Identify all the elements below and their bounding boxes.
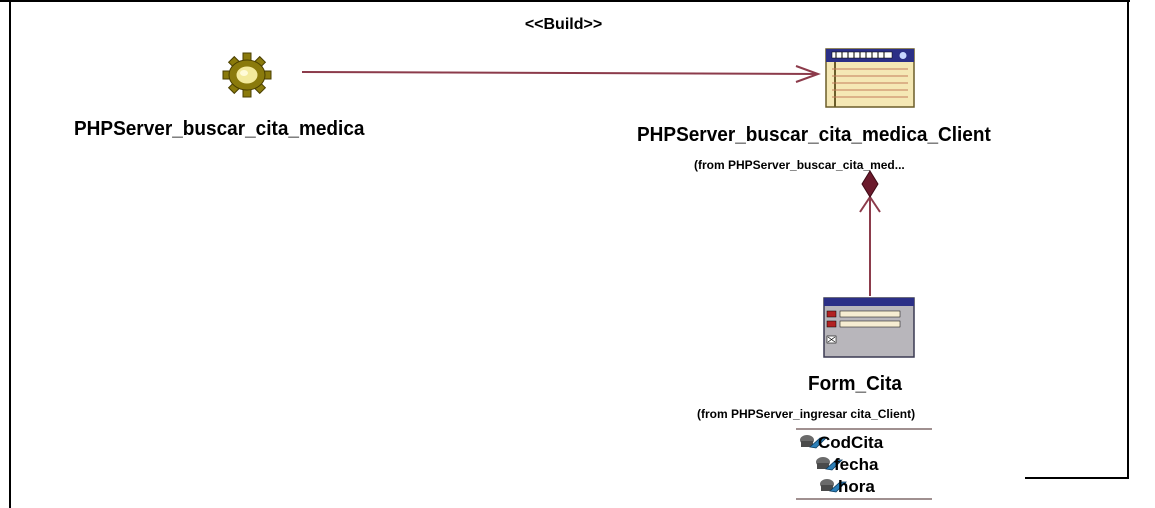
attribute-icon <box>800 435 827 449</box>
dependency-line <box>301 71 819 75</box>
attribute-icon <box>820 479 847 493</box>
gear-icon[interactable] <box>222 52 272 98</box>
dependency-stereotype-label: <<Build>> <box>524 16 603 33</box>
attribute-item[interactable]: CodCita <box>796 432 932 452</box>
attribute-name: CodCita <box>818 433 884 452</box>
attribute-item[interactable]: fecha <box>796 454 932 474</box>
dependency-arrowhead <box>795 65 821 83</box>
form-icon[interactable] <box>823 297 915 358</box>
attribute-name: fecha <box>834 455 879 474</box>
client-page-from-note: (from PHPServer_buscar_cita_med... <box>694 158 905 172</box>
client-page-icon[interactable] <box>825 48 915 108</box>
form-class-from-note: (from PHPServer_ingresar cita_Client) <box>697 407 916 421</box>
form-class-name[interactable]: Form_Cita <box>808 373 902 396</box>
attribute-item[interactable]: hora <box>796 476 932 496</box>
build-dependency-arrow[interactable] <box>301 65 821 83</box>
server-component-name[interactable]: PHPServer_buscar_cita_medica <box>74 118 365 141</box>
attribute-name: hora <box>838 477 875 496</box>
client-page-name[interactable]: PHPServer_buscar_cita_medica_Client <box>637 124 991 147</box>
composition-diamond <box>861 170 879 198</box>
composition-connector[interactable] <box>859 170 881 296</box>
attribute-icon <box>816 457 843 471</box>
